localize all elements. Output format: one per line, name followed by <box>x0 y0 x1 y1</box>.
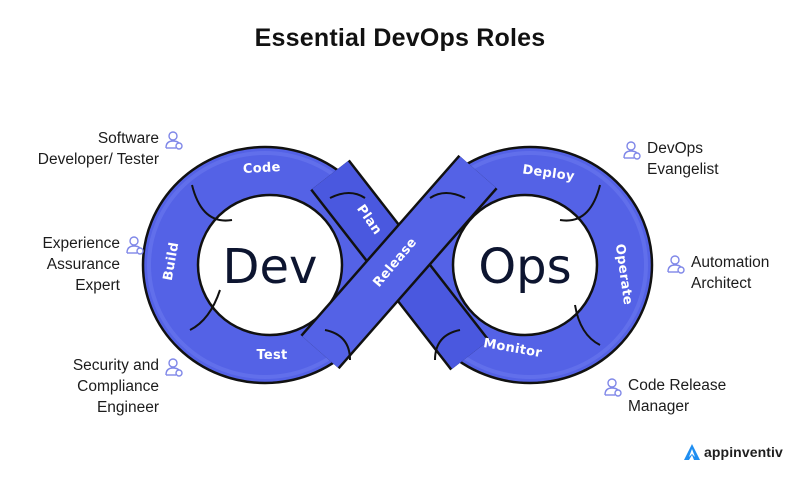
person-icon <box>165 131 183 150</box>
person-icon <box>623 141 641 160</box>
role-text: Code Release Manager <box>628 375 726 417</box>
role-line: Experience <box>42 235 120 252</box>
role-text: Automation Architect <box>691 252 769 294</box>
role-software-developer-tester: Software Developer/ Tester <box>38 128 183 170</box>
role-line: Evangelist <box>647 161 719 178</box>
role-line: DevOps <box>647 140 703 157</box>
page-title: Essential DevOps Roles <box>254 24 546 52</box>
brand-logo: appinventiv <box>683 443 783 461</box>
role-automation-architect: Automation Architect <box>667 252 769 294</box>
role-line: Security and <box>72 357 159 374</box>
role-line: Compliance <box>77 378 159 395</box>
role-text: DevOps Evangelist <box>647 138 719 180</box>
segment-joints <box>189 184 601 361</box>
release-band <box>300 154 498 370</box>
role-text: Security and Compliance Engineer <box>73 355 159 418</box>
role-line: Engineer <box>96 399 159 416</box>
stage-build: Build <box>161 241 183 282</box>
person-icon <box>126 236 144 255</box>
role-line: Manager <box>628 398 690 415</box>
role-line: Software <box>97 130 159 147</box>
role-line: Automation <box>691 254 770 271</box>
brand-name: appinventiv <box>704 444 783 460</box>
dev-label: Dev <box>223 239 318 295</box>
person-icon <box>165 358 183 377</box>
ops-hole <box>451 193 599 337</box>
role-line: Assurance <box>46 256 120 273</box>
stage-code: Code <box>243 160 282 177</box>
role-experience-assurance-expert: Experience Assurance Expert <box>42 233 144 296</box>
ops-label: Ops <box>478 239 571 295</box>
person-icon <box>604 378 622 397</box>
stage-test: Test <box>256 348 287 363</box>
appinventiv-logo-icon <box>684 444 700 460</box>
role-text: Experience Assurance Expert <box>42 233 120 296</box>
stage-deploy: Deploy <box>521 162 575 184</box>
person-icon <box>667 255 685 274</box>
dev-hole <box>196 193 344 337</box>
role-line: Developer/ Tester <box>37 151 159 168</box>
role-security-compliance-engineer: Security and Compliance Engineer <box>73 355 183 418</box>
role-line: Code Release <box>628 377 727 394</box>
role-line: Expert <box>75 277 120 294</box>
role-text: Software Developer/ Tester <box>38 128 159 170</box>
role-devops-evangelist: DevOps Evangelist <box>623 138 719 180</box>
role-code-release-manager: Code Release Manager <box>604 375 726 417</box>
role-line: Architect <box>691 275 752 292</box>
